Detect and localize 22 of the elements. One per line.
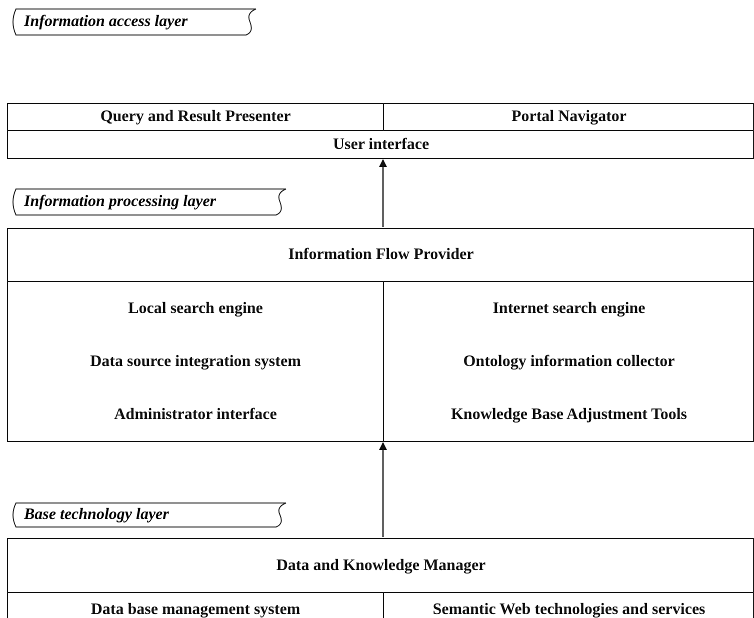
component-label: Administrator interface [114, 406, 277, 424]
layer-panel [7, 103, 754, 159]
component-label: Knowledge Base Adjustment Tools [450, 406, 688, 424]
component-label: Data source integration system [90, 352, 301, 370]
layer-title: Information access layer [24, 13, 188, 31]
layer-title: Base technology layer [24, 506, 169, 524]
component-label: Semantic Web technologies and services [432, 601, 706, 618]
component-label: Local search engine [128, 300, 263, 318]
layer-title: Information processing layer [24, 193, 216, 211]
component-label: Query and Result Presenter [100, 108, 291, 126]
component-cell [8, 104, 384, 131]
component-label: Data and Knowledge Manager [276, 556, 486, 574]
arrow [379, 159, 387, 227]
component-label: User interface [332, 136, 430, 154]
arrow [379, 442, 387, 537]
component-label: Data base management system [90, 601, 300, 618]
component-label: Ontology information collector [463, 352, 675, 370]
component-label: Information Flow Provider [288, 246, 474, 264]
component-label: Portal Navigator [511, 108, 627, 126]
component-label: Internet search engine [492, 300, 646, 318]
layer-panel [7, 538, 754, 618]
layer-panel [7, 228, 754, 442]
